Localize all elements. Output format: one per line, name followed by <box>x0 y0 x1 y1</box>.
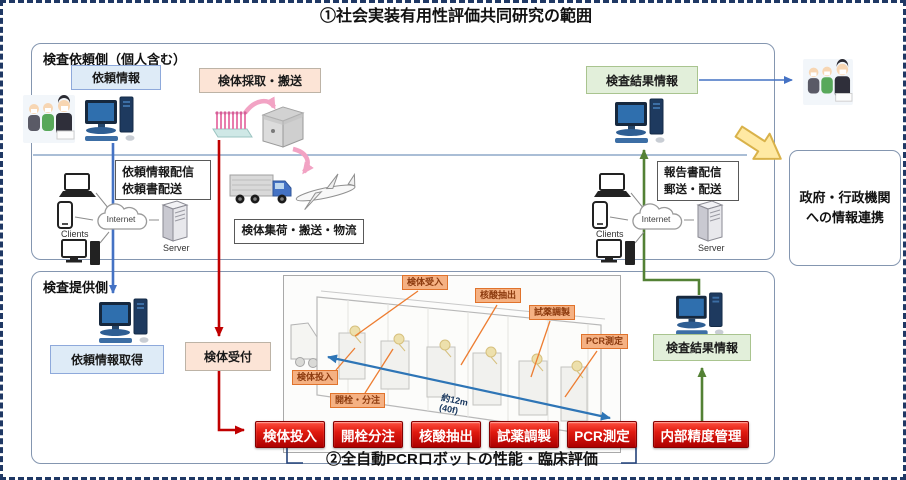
tag-specimen-receive: 検体受入 <box>402 275 449 290</box>
request-info-get-box: 依頼情報取得 <box>50 345 164 374</box>
desktop-computer-icon <box>676 292 724 336</box>
result-info-top-box: 検査結果情報 <box>586 66 698 94</box>
tag-specimen-input: 検体投入 <box>292 370 339 385</box>
government-link-box: 政府・行政機関 への情報連携 <box>789 150 901 266</box>
server-icon <box>161 200 189 242</box>
mini-desktop-icon <box>61 239 100 265</box>
result-info-bottom-box: 検査結果情報 <box>653 334 751 361</box>
specimen-accept-box: 検体受付 <box>185 342 271 371</box>
requester-panel-label: 検査依頼側（個人含む） <box>43 52 187 67</box>
internet-cloud-icon: Internet <box>632 203 683 230</box>
airplane-icon <box>295 172 356 211</box>
tube-rack-icon <box>212 111 253 138</box>
process-button-internal-qc: 内部精度管理 <box>653 421 749 448</box>
process-button-nucleic-extraction: 核酸抽出 <box>411 421 481 448</box>
smartphone-icon <box>57 201 73 229</box>
tag-uncap-dispense: 開栓・分注 <box>330 393 386 408</box>
cooler-box-icon <box>261 106 305 148</box>
internet-label-left: Internet <box>107 214 136 224</box>
requester-family-icon <box>23 95 75 143</box>
clients-label: Clients <box>61 229 89 239</box>
clients-label: Clients <box>596 229 624 239</box>
smartphone-icon <box>592 201 608 229</box>
tag-nucleic-extraction: 核酸抽出 <box>475 288 522 303</box>
internet-label-right: Internet <box>642 214 671 224</box>
desktop-computer-icon <box>99 298 149 343</box>
request-info-box: 依頼情報 <box>71 65 161 90</box>
request-distribution-note: 依頼情報配信 依頼書配送 <box>115 160 211 200</box>
scope2-title: ②全自動PCRロボットの性能・臨床評価 <box>326 450 598 468</box>
desktop-computer-icon <box>85 96 135 141</box>
report-distribution-note: 報告書配信 郵送・配送 <box>657 161 739 201</box>
recipient-family-icon <box>803 59 853 105</box>
specimen-collect-box: 検体採取・搬送 <box>199 68 321 93</box>
server-icon <box>696 200 724 242</box>
server-label-right: Server <box>698 243 725 253</box>
desktop-computer-icon <box>615 98 665 143</box>
laptop-icon <box>59 173 96 197</box>
laptop-icon <box>594 173 631 197</box>
process-button-specimen-input: 検体投入 <box>255 421 325 448</box>
process-button-pcr-measure: PCR測定 <box>567 421 637 448</box>
logistics-label: 検体集荷・搬送・物流 <box>234 219 364 244</box>
internet-cloud-icon: Internet <box>97 203 148 230</box>
server-label-left: Server <box>163 243 190 253</box>
process-button-uncap-dispense: 開栓分注 <box>333 421 403 448</box>
process-button-reagent-prep: 試薬調製 <box>489 421 559 448</box>
tag-reagent-prep: 試薬調製 <box>529 305 576 320</box>
tag-pcr-measure: PCR測定 <box>581 334 629 349</box>
scope1-title: ①社会実装有用性評価共同研究の範囲 <box>319 8 592 25</box>
mini-desktop-icon <box>596 239 635 265</box>
provider-panel-label: 検査提供側 <box>43 280 109 295</box>
delivery-truck-icon <box>229 174 292 204</box>
